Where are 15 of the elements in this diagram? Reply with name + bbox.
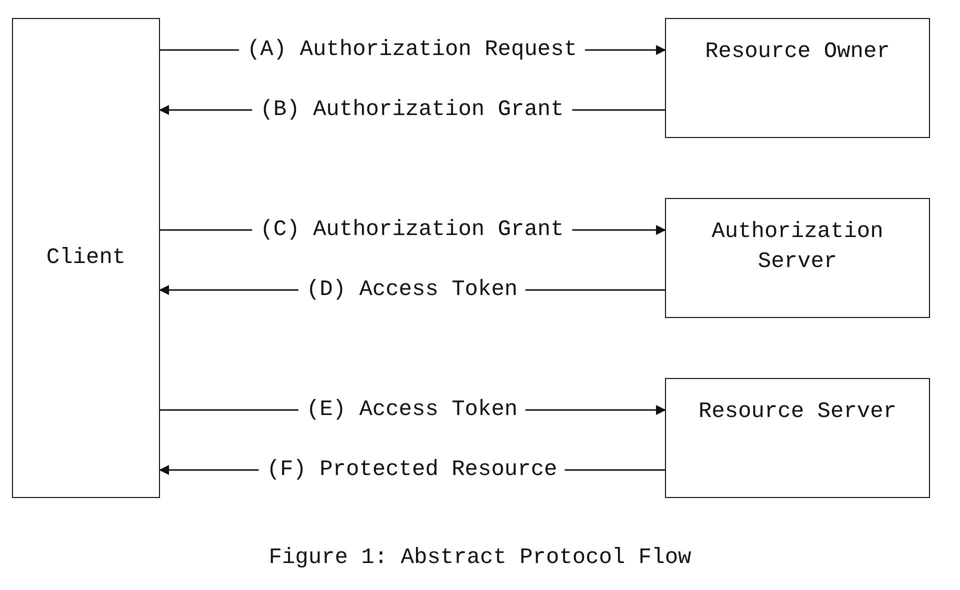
edge-label: (B) Authorization Grant — [252, 97, 572, 123]
node-label: Resource Server — [698, 398, 897, 426]
edge-label: (D) Access Token — [298, 277, 526, 303]
entity-box — [665, 378, 930, 498]
edge-label: (E) Access Token — [298, 397, 526, 423]
entity-box — [665, 18, 930, 138]
edge-label: (F) Protected Resource — [258, 457, 566, 483]
entity-box — [665, 198, 930, 318]
edge-label: (C) Authorization Grant — [252, 217, 572, 243]
figure-caption: Figure 1: Abstract Protocol Flow — [268, 545, 692, 570]
entity-box — [12, 18, 160, 498]
node-label: Authorization Server — [710, 218, 884, 276]
edge-label: (A) Authorization Request — [238, 37, 586, 63]
node-label: Resource Owner — [705, 38, 890, 66]
node-label: Client — [46, 244, 126, 272]
